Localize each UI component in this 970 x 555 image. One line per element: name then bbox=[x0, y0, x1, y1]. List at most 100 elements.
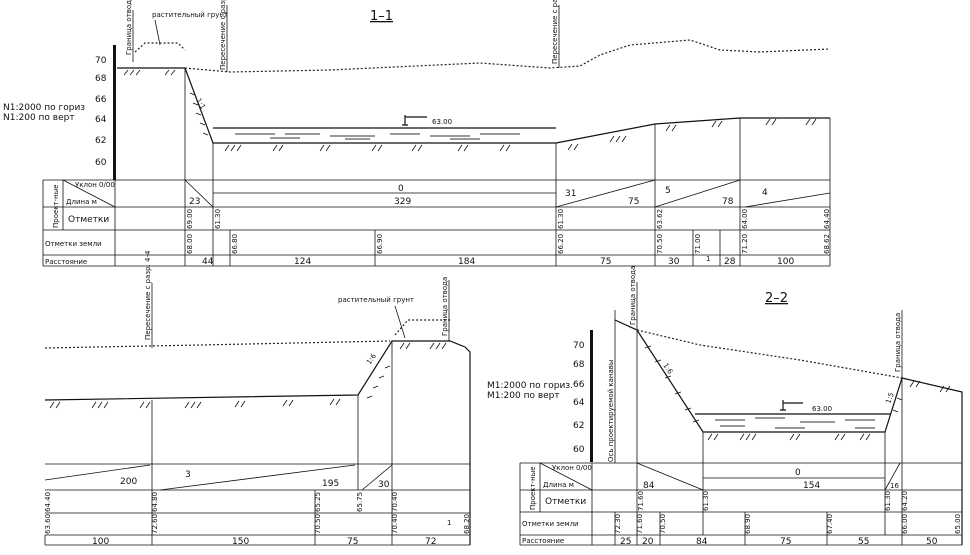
distance-value: 84 bbox=[696, 537, 708, 547]
scale-horizontal: N1:2000 по гориз bbox=[3, 103, 85, 113]
crossing-2-2-label: Пересечение с разр. 2-2 bbox=[219, 0, 227, 70]
header-distance: Расстояние bbox=[45, 258, 87, 266]
tick-label: 64 bbox=[573, 398, 585, 408]
tick-label: 60 bbox=[95, 158, 107, 168]
slope-label: 1:1 bbox=[194, 97, 207, 111]
ground-mark: 68.20 bbox=[463, 514, 471, 534]
ground-mark: 68.00 bbox=[186, 234, 194, 254]
profile-table: 200 3 195 30 64.40 64.80 65.25 65.75 70.… bbox=[44, 463, 471, 547]
tick-label: 66 bbox=[573, 380, 585, 390]
distance-value: 100 bbox=[777, 257, 794, 267]
distance-value: 124 bbox=[294, 257, 311, 267]
ground-mark: 72.60 bbox=[151, 514, 159, 534]
ground-mark: 71.60 bbox=[636, 514, 644, 534]
design-mark: 64.40 bbox=[823, 209, 831, 229]
gradient-value: 200 bbox=[120, 477, 137, 487]
boundary-label: Граница отвода bbox=[441, 277, 449, 336]
design-profile bbox=[44, 340, 471, 545]
water-level-marker-icon bbox=[780, 400, 803, 411]
design-mark: 61.30 bbox=[214, 209, 222, 229]
ground-mark: 66.00 bbox=[901, 514, 909, 534]
distance-value: 150 bbox=[232, 537, 249, 547]
section-4-4: 1:6 Пересечение с разр. 4-4 растительный… bbox=[44, 250, 471, 547]
scale-horizontal: M1:2000 по гориз. bbox=[487, 381, 573, 391]
design-profile bbox=[614, 319, 963, 545]
slope-label: 1:6 bbox=[365, 352, 378, 366]
profile-table: Уклон 0/00 Длина м Проект-ные Отметки От… bbox=[519, 462, 962, 547]
header-ground-marks: Отметки земли bbox=[45, 240, 102, 248]
header-gradient: Уклон 0/00 bbox=[552, 464, 592, 472]
gradient-value: 3 bbox=[185, 470, 191, 480]
topsoil-mound bbox=[134, 42, 186, 53]
distance-value: 75 bbox=[347, 537, 358, 547]
gradient-value: 0 bbox=[398, 184, 404, 194]
topsoil-arrow-icon bbox=[154, 19, 161, 46]
design-mark: 61.30 bbox=[884, 491, 892, 511]
gradient-value: 4 bbox=[762, 188, 768, 198]
water-hatching bbox=[715, 417, 875, 429]
crossing-4-4-label: Пересечение с разр. 4-4 bbox=[144, 250, 152, 340]
distance-value: 184 bbox=[458, 257, 475, 267]
crossing-3-3-label: Пересечение с разр. 3-3 bbox=[551, 0, 559, 64]
station-lines bbox=[184, 68, 831, 266]
distance-value: 25 bbox=[620, 537, 631, 547]
length-value: 75 bbox=[628, 197, 639, 207]
design-mark: 69.00 bbox=[186, 209, 194, 229]
ground-mark: 66.20 bbox=[557, 234, 565, 254]
distance-value: 20 bbox=[642, 537, 654, 547]
ground-hatching bbox=[49, 342, 447, 409]
design-mark: 61.30 bbox=[702, 491, 710, 511]
design-mark: 64.80 bbox=[151, 492, 159, 512]
tick-label: 68 bbox=[95, 74, 107, 84]
distance-value: 28 bbox=[724, 257, 736, 267]
design-mark: 71.60 bbox=[637, 491, 645, 511]
header-design: Проект-ные bbox=[52, 184, 60, 228]
slope-label: 1:6 bbox=[661, 362, 674, 376]
ground-mark: 70.50 bbox=[314, 514, 322, 534]
ground-mark: 63.60 bbox=[44, 514, 52, 534]
ground-mark: 65.00 bbox=[954, 514, 962, 534]
ground-line bbox=[636, 329, 903, 379]
length-value: 329 bbox=[394, 197, 411, 207]
tick-label: 64 bbox=[95, 115, 107, 125]
ground-hatching bbox=[644, 345, 951, 441]
design-mark: 64.20 bbox=[901, 491, 909, 511]
distance-value: 50 bbox=[926, 537, 938, 547]
length-value: 84 bbox=[643, 481, 655, 491]
ground-mark: 68.90 bbox=[744, 514, 752, 534]
water-hatching bbox=[235, 133, 520, 140]
distance-value: 75 bbox=[780, 537, 791, 547]
profile-table: Уклон 0/00 Длина м Проект-ные Отметки От… bbox=[42, 179, 831, 267]
station-lines bbox=[614, 432, 886, 545]
section-2-2: 2–2 M1:2000 по гориз. M1:200 по верт 70 … bbox=[487, 266, 963, 547]
design-mark: 70.40 bbox=[391, 492, 399, 512]
header-design: Проект-ные bbox=[529, 466, 537, 510]
gradient-value: 5 bbox=[665, 186, 671, 196]
ground-mark: 66.80 bbox=[231, 234, 239, 254]
header-length: Длина м bbox=[66, 198, 97, 206]
header-ground-marks: Отметки земли bbox=[522, 520, 579, 528]
ground-mark: 70.40 bbox=[391, 514, 399, 534]
gradient-value: 30 bbox=[378, 480, 390, 490]
section-title: 1–1 bbox=[370, 9, 393, 24]
axis-ticks: 70 68 66 64 62 60 bbox=[95, 56, 107, 168]
distance-value: 30 bbox=[668, 257, 680, 267]
boundary-label: Граница отвода bbox=[894, 313, 902, 372]
boundary-label: Граница отвода bbox=[629, 266, 637, 325]
distance-value: 75 bbox=[600, 257, 611, 267]
ground-mark: 68.62 bbox=[823, 234, 831, 254]
scale-vertical: N1:200 по верт bbox=[3, 113, 75, 123]
design-mark: 64.40 bbox=[44, 492, 52, 512]
design-mark: 64.00 bbox=[741, 209, 749, 229]
design-mark: 61.30 bbox=[557, 209, 565, 229]
design-mark: 65.75 bbox=[356, 492, 364, 512]
length-value: 78 bbox=[722, 197, 734, 207]
design-profile bbox=[117, 67, 830, 144]
section-1-1: 1–1 N1:2000 по гориз N1:200 по верт 70 6… bbox=[3, 0, 831, 267]
elevation-scale-bar bbox=[590, 330, 593, 462]
gradient-value: 31 bbox=[565, 189, 576, 199]
ground-mark: 67.40 bbox=[826, 514, 834, 534]
water-level-label: 63.00 bbox=[432, 118, 452, 126]
slope-label: 1:5 bbox=[884, 391, 895, 404]
